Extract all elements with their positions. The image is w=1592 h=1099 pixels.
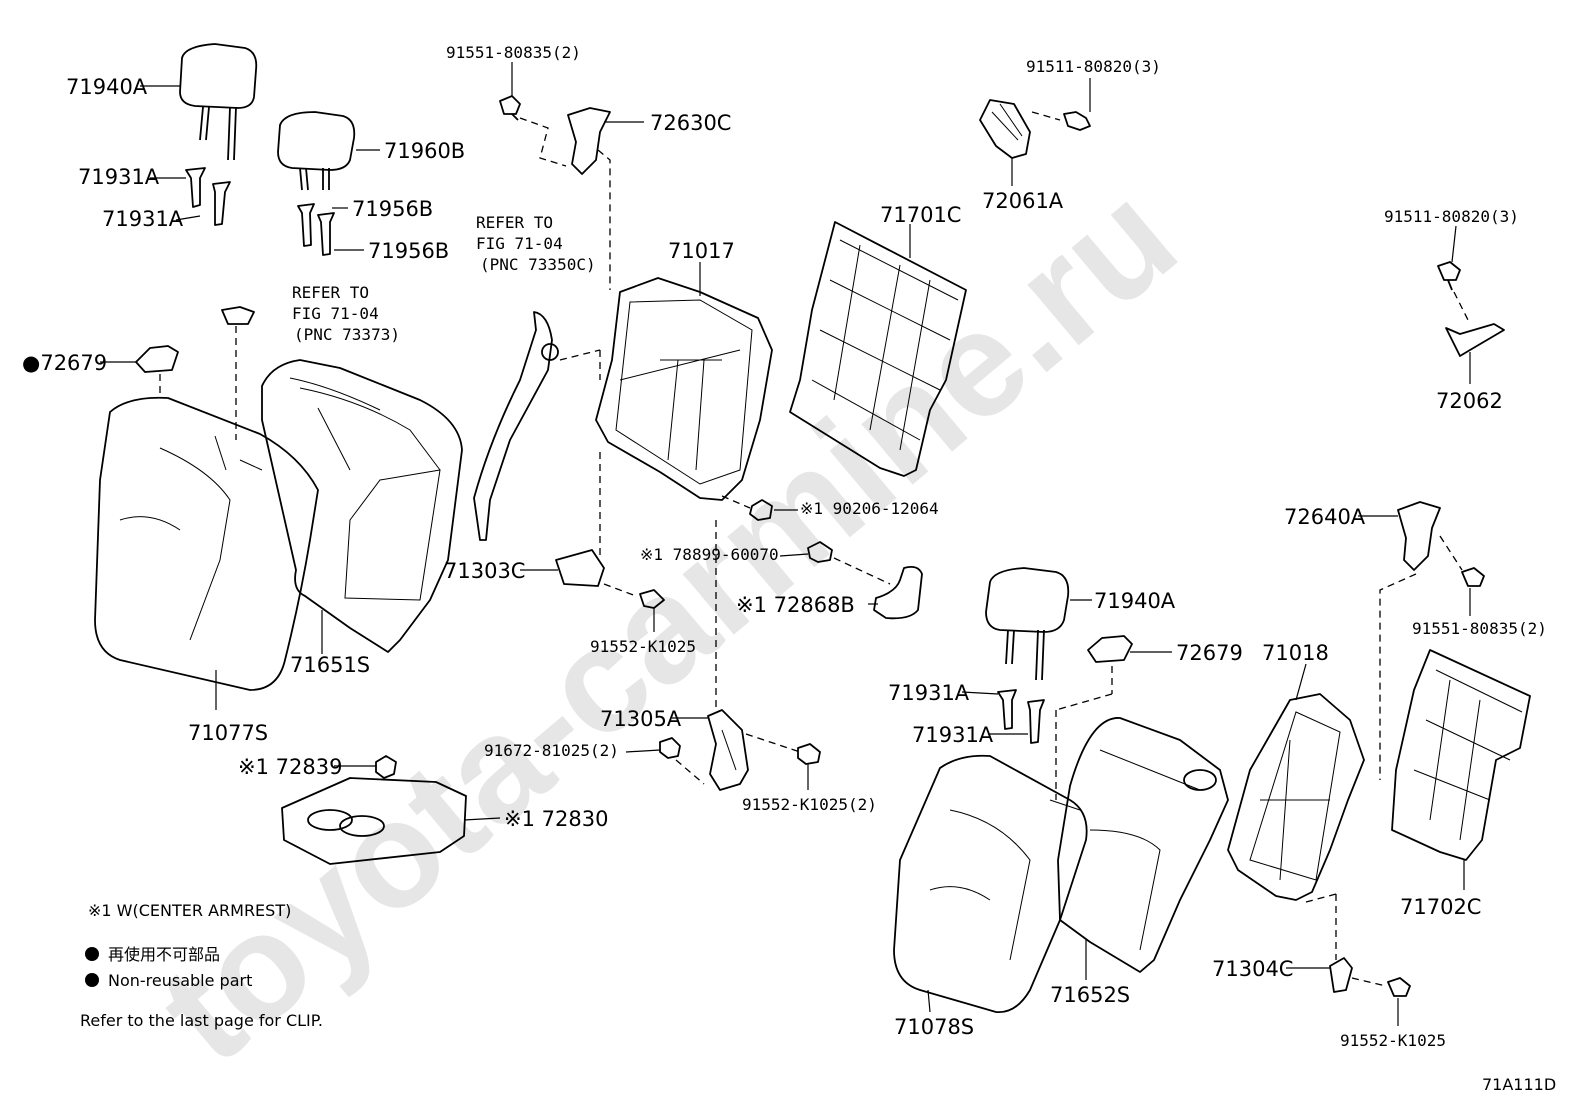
seatback-cover-71651S xyxy=(261,359,463,653)
label-91551-80835-top: 91551-80835(2) xyxy=(446,43,581,62)
bracket-72062 xyxy=(1445,323,1505,357)
label-72839: ※1 72839 xyxy=(238,755,342,779)
refer-pad-line3: (PNC 73373) xyxy=(294,325,400,344)
bezel-72679-right xyxy=(1087,635,1133,663)
bracket-71305A xyxy=(707,709,749,791)
guide-71931A-left xyxy=(185,167,231,226)
label-71701C: 71701C xyxy=(880,203,961,227)
back-board-71701C xyxy=(789,221,967,477)
label-72679-right: 72679 xyxy=(1176,641,1243,665)
label-71017: 71017 xyxy=(668,239,735,263)
bolt-91511-80820-top xyxy=(1063,111,1091,131)
note-non-reusable-jp: 再使用不可部品 xyxy=(108,945,220,964)
label-91552-K1025-c: 91552-K1025 xyxy=(1340,1031,1446,1050)
label-72868B: ※1 72868B xyxy=(736,593,855,617)
cover-72868B xyxy=(873,565,923,620)
cover-71303C xyxy=(555,549,605,587)
bolt-78899-60070 xyxy=(807,541,833,563)
armrest-72830 xyxy=(281,777,467,865)
non-reusable-dot-en xyxy=(85,973,99,987)
note-clip: Refer to the last page for CLIP. xyxy=(80,1011,323,1030)
label-71702C: 71702C xyxy=(1400,895,1481,919)
watermark-text: toyota-carmine.ru xyxy=(128,151,1207,1094)
note-option: ※1 W(CENTER ARMREST) xyxy=(88,901,291,920)
pad-73373 xyxy=(221,306,255,325)
label-72830: ※1 72830 xyxy=(504,807,608,831)
bracket-71304C xyxy=(1329,957,1353,993)
label-71931A-left-1: 71931A xyxy=(78,165,160,189)
label-71931A-right-2: 71931A xyxy=(912,723,994,747)
label-72630C: 72630C xyxy=(650,111,731,135)
refer-belt-line2: FIG 71-04 xyxy=(476,234,563,253)
bolt-91551-80835-top xyxy=(499,95,521,121)
seatback-pad-71078S xyxy=(893,754,1088,1013)
headrest-left-71940A xyxy=(179,43,258,161)
label-91511-80820-right: 91511-80820(3) xyxy=(1384,207,1519,226)
label-72061A: 72061A xyxy=(982,189,1064,213)
note-non-reusable-en: Non-reusable part xyxy=(108,971,252,990)
label-91672-81025: 91672-81025(2) xyxy=(484,741,619,760)
non-reusable-dot-jp xyxy=(85,947,99,961)
label-71940A-left: 71940A xyxy=(66,75,148,99)
nut-90206-12064 xyxy=(749,499,773,521)
label-71956B-2: 71956B xyxy=(368,239,449,263)
bolt-91552-K1025-a xyxy=(639,589,665,609)
hinge-72630C xyxy=(567,107,611,175)
label-71078S: 71078S xyxy=(894,1015,974,1039)
bolt-91552-K1025-b xyxy=(797,743,821,765)
seatback-cover-71652S xyxy=(1057,717,1229,973)
label-90206-12064: ※1 90206-12064 xyxy=(800,499,939,518)
bolt-91552-K1025-c xyxy=(1387,977,1411,997)
seat-belt-73350C xyxy=(473,311,601,541)
refer-pad-line2: FIG 71-04 xyxy=(292,304,379,323)
back-board-71702C xyxy=(1391,649,1531,861)
headrest-left-71960B xyxy=(277,111,356,191)
label-71304C: 71304C xyxy=(1212,957,1293,981)
hinge-72640A xyxy=(1397,501,1441,571)
guide-71956B-left xyxy=(297,203,335,256)
label-72062: 72062 xyxy=(1436,389,1503,413)
leader-lines xyxy=(100,62,1471,1026)
refer-pad-line1: REFER TO xyxy=(292,283,369,302)
label-71931A-right-1: 71931A xyxy=(888,681,970,705)
label-71018: 71018 xyxy=(1262,641,1329,665)
label-72679-left: ●72679 xyxy=(22,351,107,375)
guide-71931A-right xyxy=(997,689,1045,744)
bezel-72679-left xyxy=(135,345,179,373)
label-71305A: 71305A xyxy=(600,707,682,731)
label-71651S: 71651S xyxy=(290,653,370,677)
seatback-pad-71077S xyxy=(94,396,319,691)
label-71303C: 71303C xyxy=(444,559,525,583)
seatback-frame-71017 xyxy=(595,277,773,501)
refer-belt-line3: (PNC 73350C) xyxy=(480,255,596,274)
label-91551-80835-right: 91551-80835(2) xyxy=(1412,619,1547,638)
refer-belt-line1: REFER TO xyxy=(476,213,553,232)
label-91552-K1025-a: 91552-K1025 xyxy=(590,637,696,656)
headrest-right-71940A xyxy=(985,567,1070,681)
label-71960B: 71960B xyxy=(384,139,465,163)
seatback-frame-71018 xyxy=(1227,693,1365,901)
label-91511-80820-top: 91511-80820(3) xyxy=(1026,57,1161,76)
screw-72839 xyxy=(375,755,397,779)
bracket-72061A xyxy=(979,99,1031,159)
bolt-91511-80820-right xyxy=(1437,261,1461,291)
diagram-code: 71A111D xyxy=(1482,1075,1556,1094)
label-71652S: 71652S xyxy=(1050,983,1130,1007)
bolt-91551-80835-right xyxy=(1461,567,1485,587)
bolt-91672-81025 xyxy=(659,737,681,759)
label-78899-60070: ※1 78899-60070 xyxy=(640,545,779,564)
label-71956B-1: 71956B xyxy=(352,197,433,221)
label-91552-K1025-b: 91552-K1025(2) xyxy=(742,795,877,814)
label-71931A-left-2: 71931A xyxy=(102,207,184,231)
label-71940A-right: 71940A xyxy=(1094,589,1176,613)
label-72640A: 72640A xyxy=(1284,505,1366,529)
label-71077S: 71077S xyxy=(188,721,268,745)
